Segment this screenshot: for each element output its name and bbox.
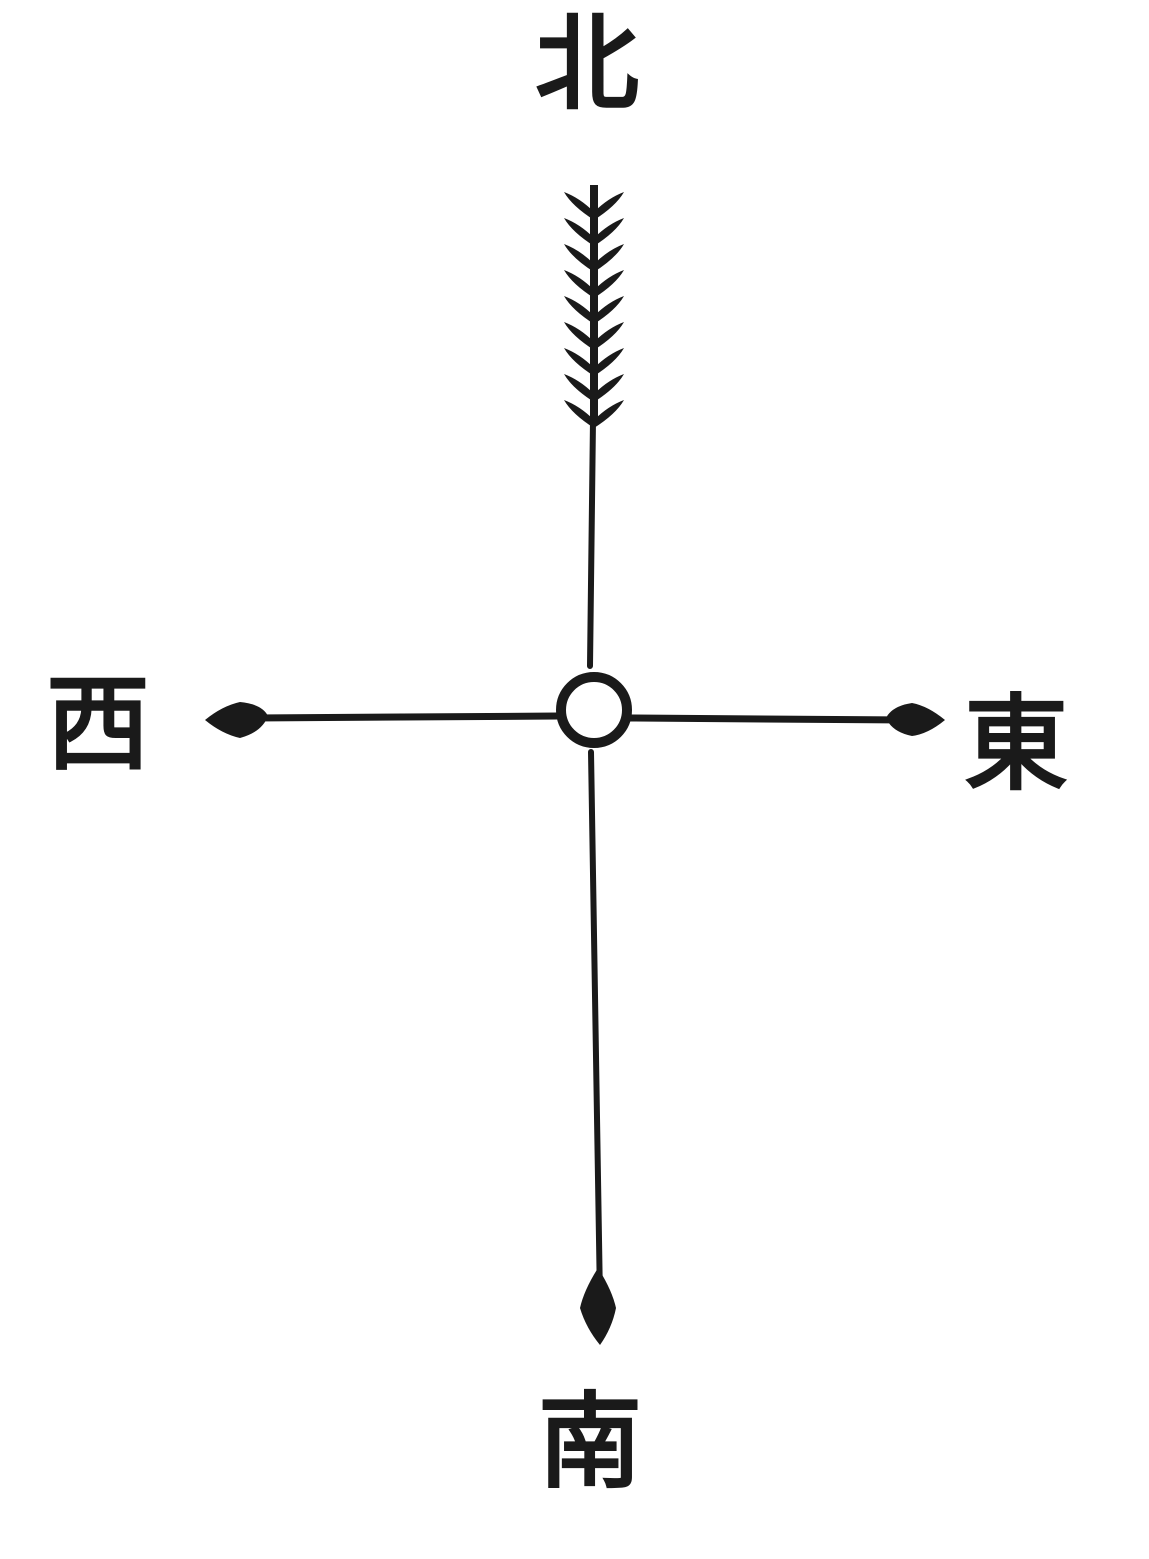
label-west: 西 (46, 662, 150, 785)
north-fletching-icon (564, 185, 624, 428)
label-north: 北 (535, 2, 639, 125)
west-arrowhead-icon (205, 702, 268, 738)
north-south-axis (590, 420, 600, 1300)
east-arrowhead-icon (886, 703, 945, 736)
label-east: 東 (964, 682, 1068, 805)
label-south: 南 (538, 1380, 642, 1503)
south-arrowhead-icon (580, 1268, 616, 1345)
center-ring (561, 677, 627, 743)
